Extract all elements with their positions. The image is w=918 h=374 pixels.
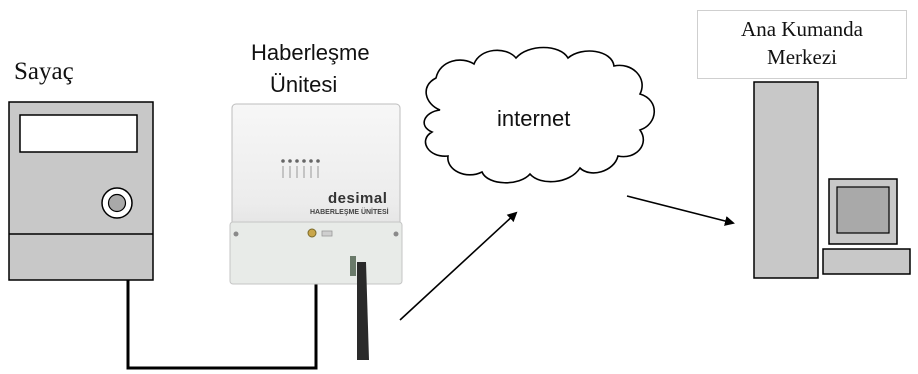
comm-unit-device: [229, 103, 403, 360]
computer-tower-icon: [753, 81, 819, 279]
monitor-screen: [836, 186, 890, 234]
brand-subtitle: HABERLEŞME ÜNİTESİ: [310, 209, 389, 216]
meter-cable: [126, 272, 318, 370]
comm-unit-label-line2: Ünitesi: [270, 72, 338, 97]
internet-cloud-icon: [423, 46, 656, 184]
comm-unit-label-line1: Haberleşme: [251, 40, 370, 65]
connector-icon: [307, 228, 317, 238]
brand-logo: desimal: [328, 190, 388, 207]
meter-device: [8, 101, 154, 281]
control-center-computer: [753, 81, 911, 279]
control-center-label-box: Ana Kumanda Merkezi: [697, 10, 907, 79]
antenna-icon: [357, 262, 369, 360]
meter-display: [19, 114, 138, 153]
arrow-internet-to-center: [626, 195, 735, 226]
meter-label: Sayaç: [14, 58, 74, 85]
status-led-icons: [281, 159, 320, 178]
arrow-unit-to-internet: [399, 211, 518, 321]
control-center-label-line2: Merkezi: [767, 45, 837, 69]
keyboard-icon: [822, 248, 911, 275]
control-center-label-line1: Ana Kumanda: [741, 17, 863, 41]
internet-label: internet: [497, 106, 571, 131]
